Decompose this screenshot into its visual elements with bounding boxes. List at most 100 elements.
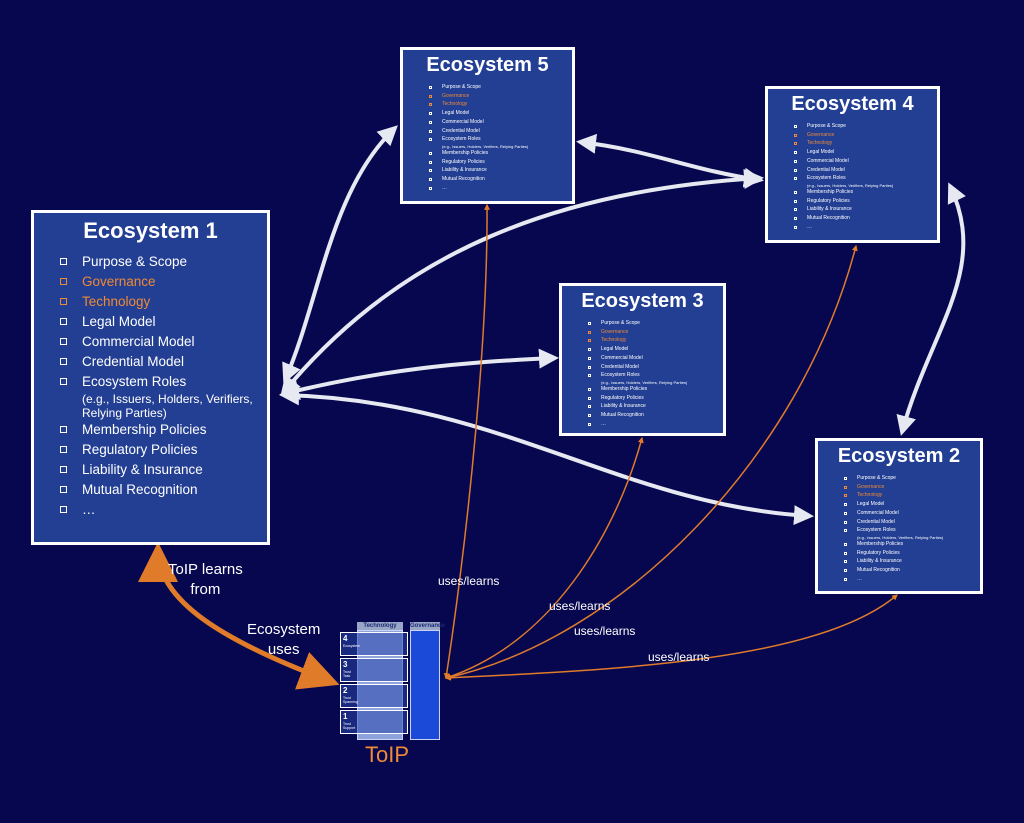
aspect-sublabel: (e.g., Issuers, Holders, Verifiers, Rely…	[82, 392, 253, 420]
ecosystem-aspect-item: Governance	[588, 328, 723, 337]
bullet-square-icon	[794, 168, 797, 172]
ecosystem-aspect-item: Regulatory Policies	[588, 394, 723, 403]
bullet-square-icon	[588, 356, 591, 360]
ecosystem-aspect-item: Technology	[588, 336, 723, 345]
bullet-square-icon	[844, 529, 847, 533]
uses-learns-label-eco3: uses/learns	[549, 599, 611, 613]
aspect-label: Legal Model	[442, 110, 470, 117]
ecosystem-aspect-item: Governance	[794, 131, 937, 140]
bullet-square-icon	[588, 348, 591, 352]
ecosystem-uses-line2: uses	[267, 641, 300, 658]
ecosystem-aspect-item: Membership Policies	[429, 149, 572, 158]
toip-layer-2: 2 Trust Spanning	[340, 684, 408, 708]
ecosystem-aspect-item: …	[60, 500, 267, 520]
aspect-label: Governance	[807, 131, 835, 138]
toip-learns-line2: from	[190, 581, 221, 598]
ecosystem-aspect-item: Credential Model	[844, 518, 980, 527]
bullet-square-icon	[429, 178, 432, 182]
toip-technology-header: Technology	[357, 622, 403, 630]
ecosystem-aspect-item: Governance	[60, 272, 267, 292]
bullet-square-icon	[844, 485, 847, 489]
arrow-toip-eco2	[444, 594, 898, 681]
aspect-label: Regulatory Policies	[82, 442, 198, 457]
ecosystem-aspect-item: Commercial Model	[429, 118, 572, 127]
toip-layer-4: 4 Ecosystem	[340, 632, 408, 656]
bullet-square-icon	[844, 503, 847, 507]
aspect-label: Ecosystem Roles	[601, 372, 640, 379]
aspect-label: Legal Model	[82, 314, 156, 329]
bullet-square-icon	[844, 477, 847, 480]
ecosystem-aspect-item: Technology	[794, 139, 937, 148]
bullet-square-icon	[588, 387, 591, 391]
arrow-eco4-eco2	[896, 182, 966, 436]
bullet-square-icon	[844, 551, 847, 555]
bullet-square-icon	[588, 330, 591, 334]
aspect-label: Regulatory Policies	[442, 158, 485, 165]
bullet-square-icon	[60, 466, 67, 473]
toip-learns-line1: ToIP learns	[168, 561, 243, 578]
bullet-square-icon	[429, 103, 432, 107]
aspect-label: Governance	[82, 274, 156, 289]
ecosystem-aspect-item: Technology	[844, 491, 980, 500]
ecosystem-aspect-item: Membership Policies	[794, 188, 937, 197]
ecosystem-aspect-item: Regulatory Policies	[429, 158, 572, 167]
aspect-label: Credential Model	[601, 363, 639, 370]
aspect-sublabel: (e.g., Issuers, Holders, Verifiers, Rely…	[601, 379, 688, 385]
ecosystem-aspect-item: Ecosystem Roles(e.g., Issuers, Holders, …	[794, 174, 937, 188]
ecosystem-aspect-item: Commercial Model	[794, 157, 937, 166]
bullet-square-icon	[429, 160, 432, 164]
aspect-label: Legal Model	[601, 346, 629, 353]
ecosystem-aspect-item: Legal Model	[429, 109, 572, 118]
ecosystem-aspect-item: Commercial Model	[844, 509, 980, 518]
bullet-square-icon	[844, 542, 847, 546]
bullet-square-icon	[794, 151, 797, 155]
aspect-label: …	[807, 223, 812, 230]
bullet-square-icon	[844, 520, 847, 524]
arrow-eco1-eco4	[280, 168, 764, 397]
bullet-square-icon	[844, 494, 847, 498]
toip-layer-2-name: Trust Spanning	[343, 696, 358, 704]
arrow-eco1-eco3	[279, 348, 559, 400]
toip-layer-2-number: 2	[343, 686, 348, 695]
ecosystem-aspect-item: Liability & Insurance	[844, 557, 980, 566]
ecosystem-aspect-item: Legal Model	[844, 500, 980, 509]
bullet-square-icon	[60, 318, 67, 325]
ecosystem-5-title: Ecosystem 5	[426, 54, 549, 76]
bullet-square-icon	[844, 560, 847, 564]
bullet-square-icon	[794, 217, 797, 221]
toip-stack: Technology Governance 4 Ecosystem 3 Trus…	[339, 620, 445, 742]
ecosystem-aspect-item: Ecosystem Roles(e.g., Issuers, Holders, …	[844, 526, 980, 540]
bullet-square-icon	[429, 186, 432, 190]
ecosystem-aspect-item: Governance	[844, 483, 980, 492]
ecosystem-aspect-item: …	[794, 223, 937, 232]
ecosystem-aspect-item: Purpose & Scope	[794, 122, 937, 131]
aspect-label: Regulatory Policies	[601, 394, 644, 401]
ecosystem-aspect-item: Purpose & Scope	[60, 252, 267, 272]
toip-layer-3-number: 3	[343, 660, 348, 669]
ecosystem-aspect-item: Credential Model	[794, 166, 937, 175]
ecosystem-aspect-item: Credential Model	[588, 363, 723, 372]
aspect-label: Purpose & Scope	[857, 475, 896, 481]
aspect-label: Membership Policies	[442, 149, 489, 156]
aspect-label: Credential Model	[857, 518, 895, 525]
aspect-sublabel: (e.g., Issuers, Holders, Verifiers, Rely…	[442, 143, 529, 149]
aspect-label: Governance	[857, 483, 885, 490]
aspect-label: Mutual Recognition	[442, 176, 485, 183]
bullet-square-icon	[60, 358, 67, 365]
toip-layer-3-name: Trust Task	[343, 670, 351, 678]
bullet-square-icon	[588, 374, 591, 378]
aspect-label: Mutual Recognition	[807, 215, 850, 222]
toip-learns-from-label: ToIP learns from	[168, 560, 243, 600]
toip-layer-1-number: 1	[343, 712, 348, 721]
bullet-square-icon	[60, 278, 67, 285]
aspect-label: Credential Model	[442, 127, 480, 134]
bullet-square-icon	[60, 338, 67, 345]
ecosystem-aspect-item: Credential Model	[60, 352, 267, 372]
